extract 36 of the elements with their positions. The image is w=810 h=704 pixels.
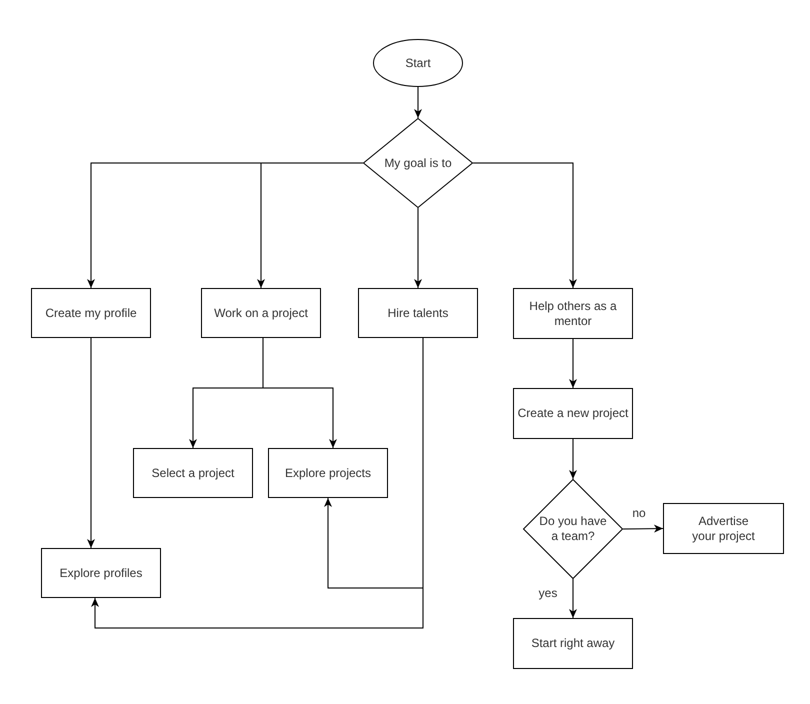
node-label: Help others as a mentor — [528, 298, 618, 328]
arrow — [414, 86, 422, 118]
node-label: Explore profiles — [60, 566, 142, 580]
process-box — [268, 448, 388, 498]
decision-diamond — [523, 479, 623, 579]
node-label: Explore projects — [284, 466, 372, 480]
arrow — [472, 162, 577, 288]
process-box — [133, 448, 253, 498]
arrow — [569, 438, 577, 480]
process-box — [513, 618, 633, 669]
node-label: Work on a project — [214, 306, 308, 320]
node-label: Create a new project — [518, 406, 628, 421]
arrow — [262, 338, 337, 448]
arrow — [257, 162, 364, 288]
node-label: Advertise your project — [691, 514, 756, 544]
process-box — [31, 288, 151, 338]
process-box — [663, 503, 784, 554]
arrow — [622, 524, 664, 533]
process-box — [513, 288, 633, 339]
node-label: Select a project — [152, 466, 234, 480]
node-label: Hire talents — [388, 306, 448, 320]
arrow — [569, 578, 577, 618]
arrow — [569, 338, 577, 388]
process-box — [358, 288, 478, 338]
process-box — [41, 548, 161, 598]
process-box — [201, 288, 321, 338]
arrow — [414, 208, 422, 288]
node-label: Create my profile — [45, 306, 137, 320]
node-label: My goal is to — [384, 156, 452, 170]
arrow — [87, 338, 95, 548]
process-box — [513, 388, 633, 439]
node-label: Start — [405, 56, 431, 70]
decision-diamond — [363, 118, 473, 208]
node-label: Start right away — [531, 636, 615, 651]
node-label: Do you have a team? — [538, 514, 608, 544]
start-oval — [373, 39, 463, 87]
